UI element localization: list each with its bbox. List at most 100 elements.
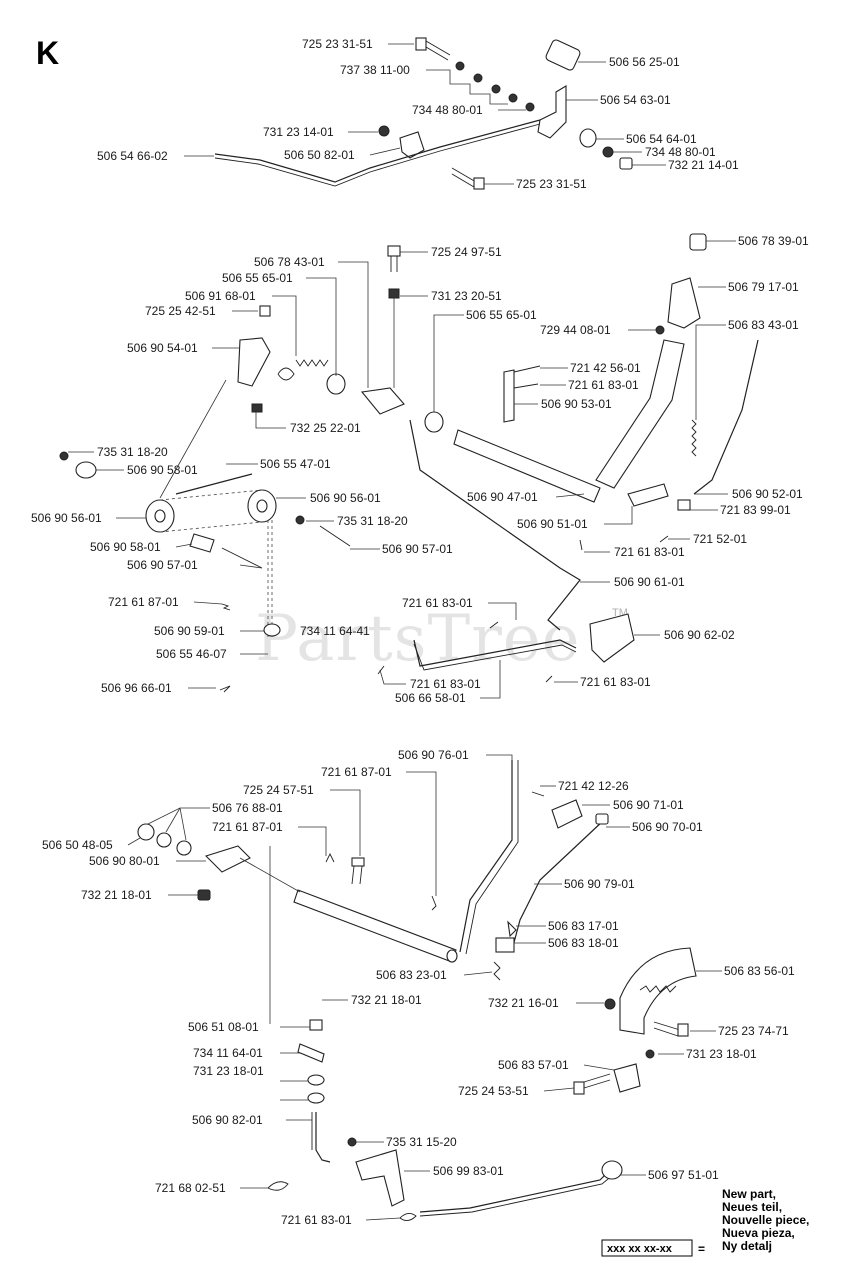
pedal xyxy=(537,39,581,139)
part-label: 721 52-01 xyxy=(693,532,747,546)
nut xyxy=(378,125,390,137)
spring xyxy=(295,359,329,367)
part-label: 506 90 51-01 xyxy=(517,517,588,531)
nut xyxy=(307,1092,325,1104)
plate xyxy=(589,613,635,663)
part-label: 729 44 08-01 xyxy=(540,323,611,337)
cable xyxy=(214,119,541,183)
legend-line: Ny detalj xyxy=(722,1239,772,1253)
part-label: 732 21 14-01 xyxy=(668,158,739,172)
part-label: 725 24 97-51 xyxy=(431,245,502,259)
part-label: 506 79 17-01 xyxy=(728,280,799,294)
top-assembly xyxy=(214,37,633,190)
grip xyxy=(551,799,583,829)
clip xyxy=(489,621,499,629)
part-label: 506 90 76-01 xyxy=(398,748,469,762)
main-shaft xyxy=(453,429,601,503)
bushing xyxy=(156,832,172,848)
clip xyxy=(219,685,231,693)
part-label: 506 99 83-01 xyxy=(433,1164,504,1178)
clip xyxy=(399,1213,417,1221)
legend-line: Neues teil, xyxy=(722,1200,782,1214)
part-label: 725 24 57-51 xyxy=(243,783,314,797)
rod xyxy=(693,339,759,495)
part-label: 731 23 14-01 xyxy=(263,125,334,139)
washer xyxy=(307,1074,325,1086)
part-label: 506 55 65-01 xyxy=(222,271,293,285)
spacer xyxy=(189,533,215,553)
nut xyxy=(619,157,633,170)
part-label: 506 83 43-01 xyxy=(728,318,799,332)
part-label: 506 54 64-01 xyxy=(626,132,697,146)
bolt xyxy=(677,1023,689,1037)
bolt xyxy=(259,305,271,317)
part-label: 506 50 48-05 xyxy=(42,838,113,852)
spring xyxy=(691,419,697,457)
washer xyxy=(602,146,614,158)
part-label: 735 31 15-20 xyxy=(386,1135,457,1149)
tip xyxy=(507,920,517,938)
part-label: 721 83 99-01 xyxy=(720,503,791,517)
nut xyxy=(604,998,616,1010)
segment-plate xyxy=(619,947,697,1035)
part-label: 732 25 22-01 xyxy=(290,421,361,435)
bushing xyxy=(677,499,691,511)
pin-bracket xyxy=(503,369,515,423)
washer xyxy=(59,451,69,461)
washer xyxy=(473,73,483,83)
clip xyxy=(579,539,583,551)
legend: New part, Neues teil, Nouvelle piece, Nu… xyxy=(601,1187,809,1257)
bushing xyxy=(326,373,346,395)
nut xyxy=(309,1019,323,1031)
part-label: 721 61 83-01 xyxy=(580,675,651,689)
part-label: 506 51 08-01 xyxy=(188,1020,259,1034)
part-label: 506 90 61-01 xyxy=(614,575,685,589)
part-label: 721 61 83-01 xyxy=(281,1213,352,1227)
part-label: 506 55 47-01 xyxy=(260,457,331,471)
washer xyxy=(347,1137,357,1147)
clip xyxy=(221,603,231,611)
part-label: 732 21 16-01 xyxy=(488,996,559,1010)
washer xyxy=(295,515,305,525)
block xyxy=(613,1063,641,1093)
part-label: 506 90 56-01 xyxy=(31,511,102,525)
bottom-assembly xyxy=(137,760,697,1221)
part-label: 506 66 58-01 xyxy=(395,691,466,705)
part-label: 506 90 58-01 xyxy=(127,463,198,477)
bushing xyxy=(137,823,155,841)
part-label: 506 83 17-01 xyxy=(548,919,619,933)
part-label: 506 90 59-01 xyxy=(154,624,225,638)
part-label: 725 24 53-51 xyxy=(458,1084,529,1098)
part-label: 506 90 62-02 xyxy=(664,628,735,642)
bolt-top xyxy=(415,37,451,61)
bolt xyxy=(351,857,365,867)
part-label: 506 90 52-01 xyxy=(732,487,803,501)
clip xyxy=(267,1181,289,1191)
part-label: 735 31 18-20 xyxy=(97,445,168,459)
part-label: 721 61 83-01 xyxy=(402,596,473,610)
part-label: 506 54 66-02 xyxy=(97,149,168,163)
cap xyxy=(689,233,707,251)
part-label: 737 38 11-00 xyxy=(340,63,410,77)
part-label: 721 68 02-51 xyxy=(155,1181,226,1195)
lift-lever xyxy=(595,339,685,489)
spacer xyxy=(75,461,97,479)
part-label: 725 23 74-71 xyxy=(718,1024,789,1038)
part-label: 506 90 70-01 xyxy=(632,820,703,834)
watermark: PartsTree xyxy=(255,602,581,676)
bushing xyxy=(424,411,444,433)
bushing xyxy=(595,813,609,825)
section-letter: K xyxy=(36,35,59,71)
clip xyxy=(377,665,385,675)
legend-box-text: xxx xx xx-xx xyxy=(607,1243,673,1255)
bushing xyxy=(579,128,597,148)
part-label: 731 23 18-01 xyxy=(193,1064,264,1078)
part-label: 735 31 18-20 xyxy=(337,514,408,528)
washer xyxy=(491,84,501,94)
belt-spring xyxy=(175,473,253,495)
bracket xyxy=(355,1149,405,1207)
part-label: 506 90 47-01 xyxy=(467,490,538,504)
bolt-lower xyxy=(451,167,485,190)
part-label: 506 55 65-01 xyxy=(466,308,537,322)
